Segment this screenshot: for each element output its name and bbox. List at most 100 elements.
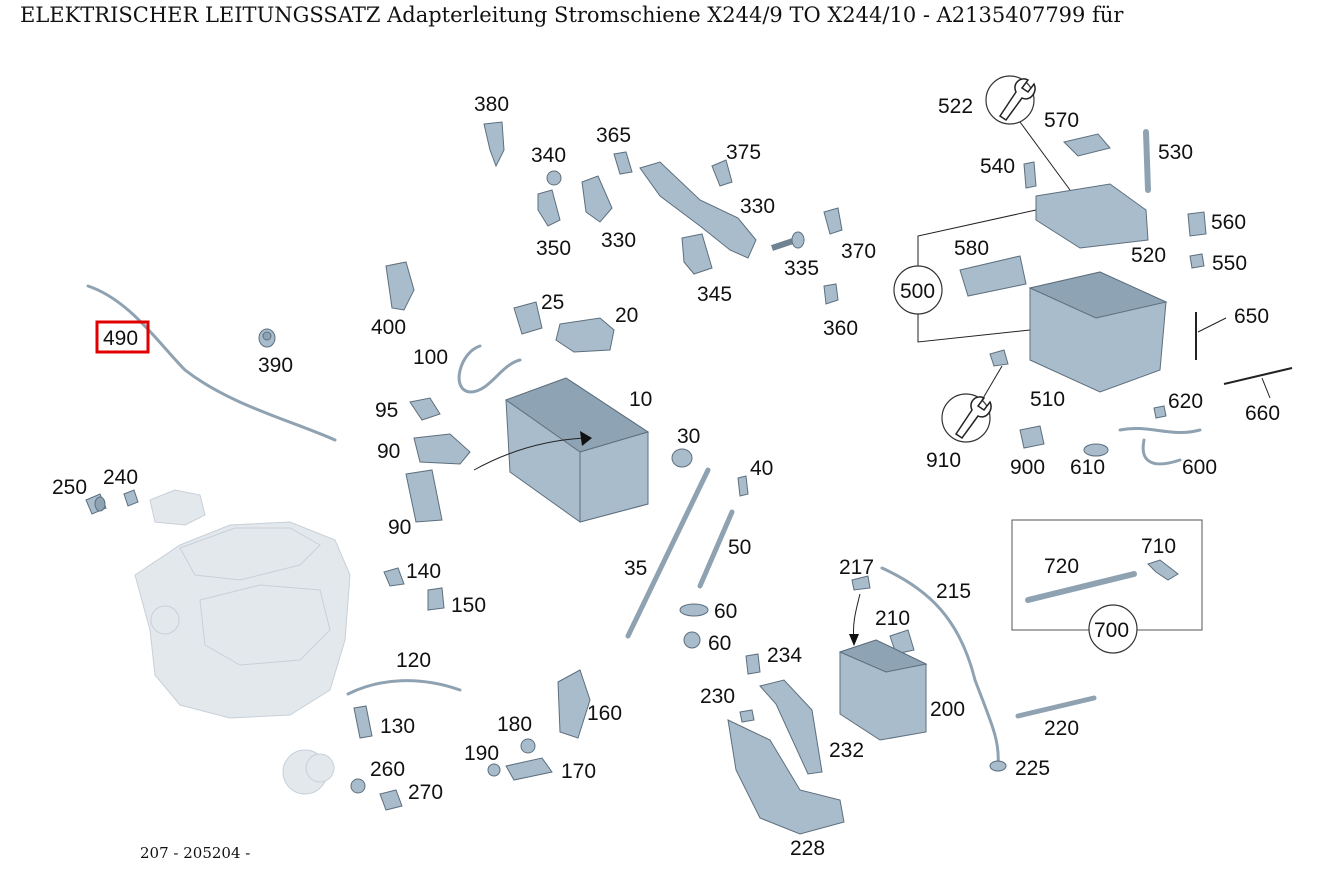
label-260[interactable]: 260 <box>370 758 405 781</box>
screw-335[interactable] <box>771 231 805 251</box>
label-170[interactable]: 170 <box>561 760 596 783</box>
control-unit-520[interactable] <box>1035 183 1149 249</box>
label-160[interactable]: 160 <box>587 702 622 725</box>
label-35[interactable]: 35 <box>624 557 647 580</box>
label-90-upper[interactable]: 90 <box>377 440 400 463</box>
power-rail-330[interactable] <box>639 161 757 259</box>
label-230[interactable]: 230 <box>700 685 735 708</box>
label-10[interactable]: 10 <box>629 388 652 411</box>
label-50[interactable]: 50 <box>728 536 751 559</box>
nut-250[interactable] <box>85 493 107 515</box>
screw-540[interactable] <box>1023 161 1037 189</box>
label-490[interactable]: 490 <box>103 327 138 350</box>
label-520[interactable]: 520 <box>1131 244 1166 267</box>
label-335[interactable]: 335 <box>784 257 819 280</box>
label-380[interactable]: 380 <box>474 93 509 116</box>
label-330-right[interactable]: 330 <box>740 195 775 218</box>
battery-10[interactable] <box>504 377 650 523</box>
grommet-225[interactable] <box>989 760 1007 772</box>
label-370[interactable]: 370 <box>841 240 876 263</box>
label-270[interactable]: 270 <box>408 781 443 804</box>
cable-215[interactable] <box>880 566 1000 766</box>
battery-sensor-90-lower[interactable] <box>405 469 443 523</box>
label-60-upper[interactable]: 60 <box>714 600 737 623</box>
label-530[interactable]: 530 <box>1158 141 1193 164</box>
label-400[interactable]: 400 <box>371 316 406 339</box>
battery-sensor-90-upper[interactable] <box>413 433 471 465</box>
label-190[interactable]: 190 <box>464 742 499 765</box>
grommet-390[interactable] <box>258 328 276 348</box>
clip-360[interactable] <box>823 283 839 305</box>
nut-270[interactable] <box>379 789 403 811</box>
bracket-350[interactable] <box>537 189 561 227</box>
clip-40[interactable] <box>737 475 749 497</box>
label-500[interactable]: 500 <box>900 280 935 303</box>
label-390[interactable]: 390 <box>258 354 293 377</box>
label-660[interactable]: 660 <box>1245 402 1280 425</box>
label-200[interactable]: 200 <box>930 698 965 721</box>
label-25[interactable]: 25 <box>541 291 564 314</box>
label-580[interactable]: 580 <box>954 237 989 260</box>
label-375[interactable]: 375 <box>726 141 761 164</box>
label-40[interactable]: 40 <box>750 457 773 480</box>
holder-580[interactable] <box>959 255 1027 297</box>
nut-180[interactable] <box>520 738 536 754</box>
label-234[interactable]: 234 <box>767 644 802 667</box>
label-720[interactable]: 720 <box>1044 555 1079 578</box>
tray-228[interactable] <box>727 719 845 835</box>
label-140[interactable]: 140 <box>406 560 441 583</box>
plug-30[interactable] <box>671 448 693 468</box>
label-210[interactable]: 210 <box>875 607 910 630</box>
label-60-lower[interactable]: 60 <box>708 632 731 655</box>
label-700[interactable]: 700 <box>1094 619 1129 642</box>
label-330-left[interactable]: 330 <box>601 229 636 252</box>
label-350[interactable]: 350 <box>536 237 571 260</box>
label-550[interactable]: 550 <box>1212 252 1247 275</box>
bracket-400[interactable] <box>385 261 415 311</box>
grommet-610[interactable] <box>1083 443 1109 457</box>
adapter-cable-490[interactable] <box>86 284 337 442</box>
label-560[interactable]: 560 <box>1211 211 1246 234</box>
label-360[interactable]: 360 <box>823 317 858 340</box>
clip-910[interactable] <box>989 349 1009 367</box>
label-90-lower[interactable]: 90 <box>388 516 411 539</box>
label-240[interactable]: 240 <box>103 466 138 489</box>
tube-720[interactable] <box>1025 571 1137 603</box>
nut-550[interactable] <box>1189 253 1205 269</box>
terminal-25[interactable] <box>513 301 543 335</box>
bolt-530[interactable] <box>1143 129 1151 193</box>
terminal-cover-20[interactable] <box>555 317 615 353</box>
label-150[interactable]: 150 <box>451 594 486 617</box>
clip-365[interactable] <box>613 151 633 175</box>
wrench-910-icon[interactable] <box>941 393 992 443</box>
clip-340[interactable] <box>546 170 562 186</box>
rod-220[interactable] <box>1015 695 1097 719</box>
label-180[interactable]: 180 <box>497 713 532 736</box>
bracket-160[interactable] <box>557 669 591 739</box>
clip-375[interactable] <box>711 159 733 187</box>
label-217[interactable]: 217 <box>839 556 874 579</box>
label-225[interactable]: 225 <box>1015 757 1050 780</box>
label-345[interactable]: 345 <box>697 283 732 306</box>
label-910[interactable]: 910 <box>926 449 961 472</box>
label-365[interactable]: 365 <box>596 124 631 147</box>
nut-240[interactable] <box>123 489 139 507</box>
clip-217[interactable] <box>851 575 871 591</box>
bolt-130[interactable] <box>353 705 373 739</box>
plug-60-upper[interactable] <box>679 603 709 617</box>
rod-50[interactable] <box>697 509 735 589</box>
label-130[interactable]: 130 <box>380 715 415 738</box>
bar-660[interactable] <box>1223 367 1293 385</box>
grommet-140[interactable] <box>383 567 405 587</box>
terminal-210[interactable] <box>889 629 915 655</box>
cable-120[interactable] <box>346 679 462 696</box>
label-600[interactable]: 600 <box>1182 456 1217 479</box>
bracket-232[interactable] <box>759 679 823 775</box>
label-540[interactable]: 540 <box>980 155 1015 178</box>
label-95[interactable]: 95 <box>375 399 398 422</box>
cover-570[interactable] <box>1063 133 1111 157</box>
module-345[interactable] <box>681 233 713 275</box>
washer-190[interactable] <box>487 763 501 777</box>
cover-380[interactable] <box>483 121 505 168</box>
label-232[interactable]: 232 <box>829 739 864 762</box>
